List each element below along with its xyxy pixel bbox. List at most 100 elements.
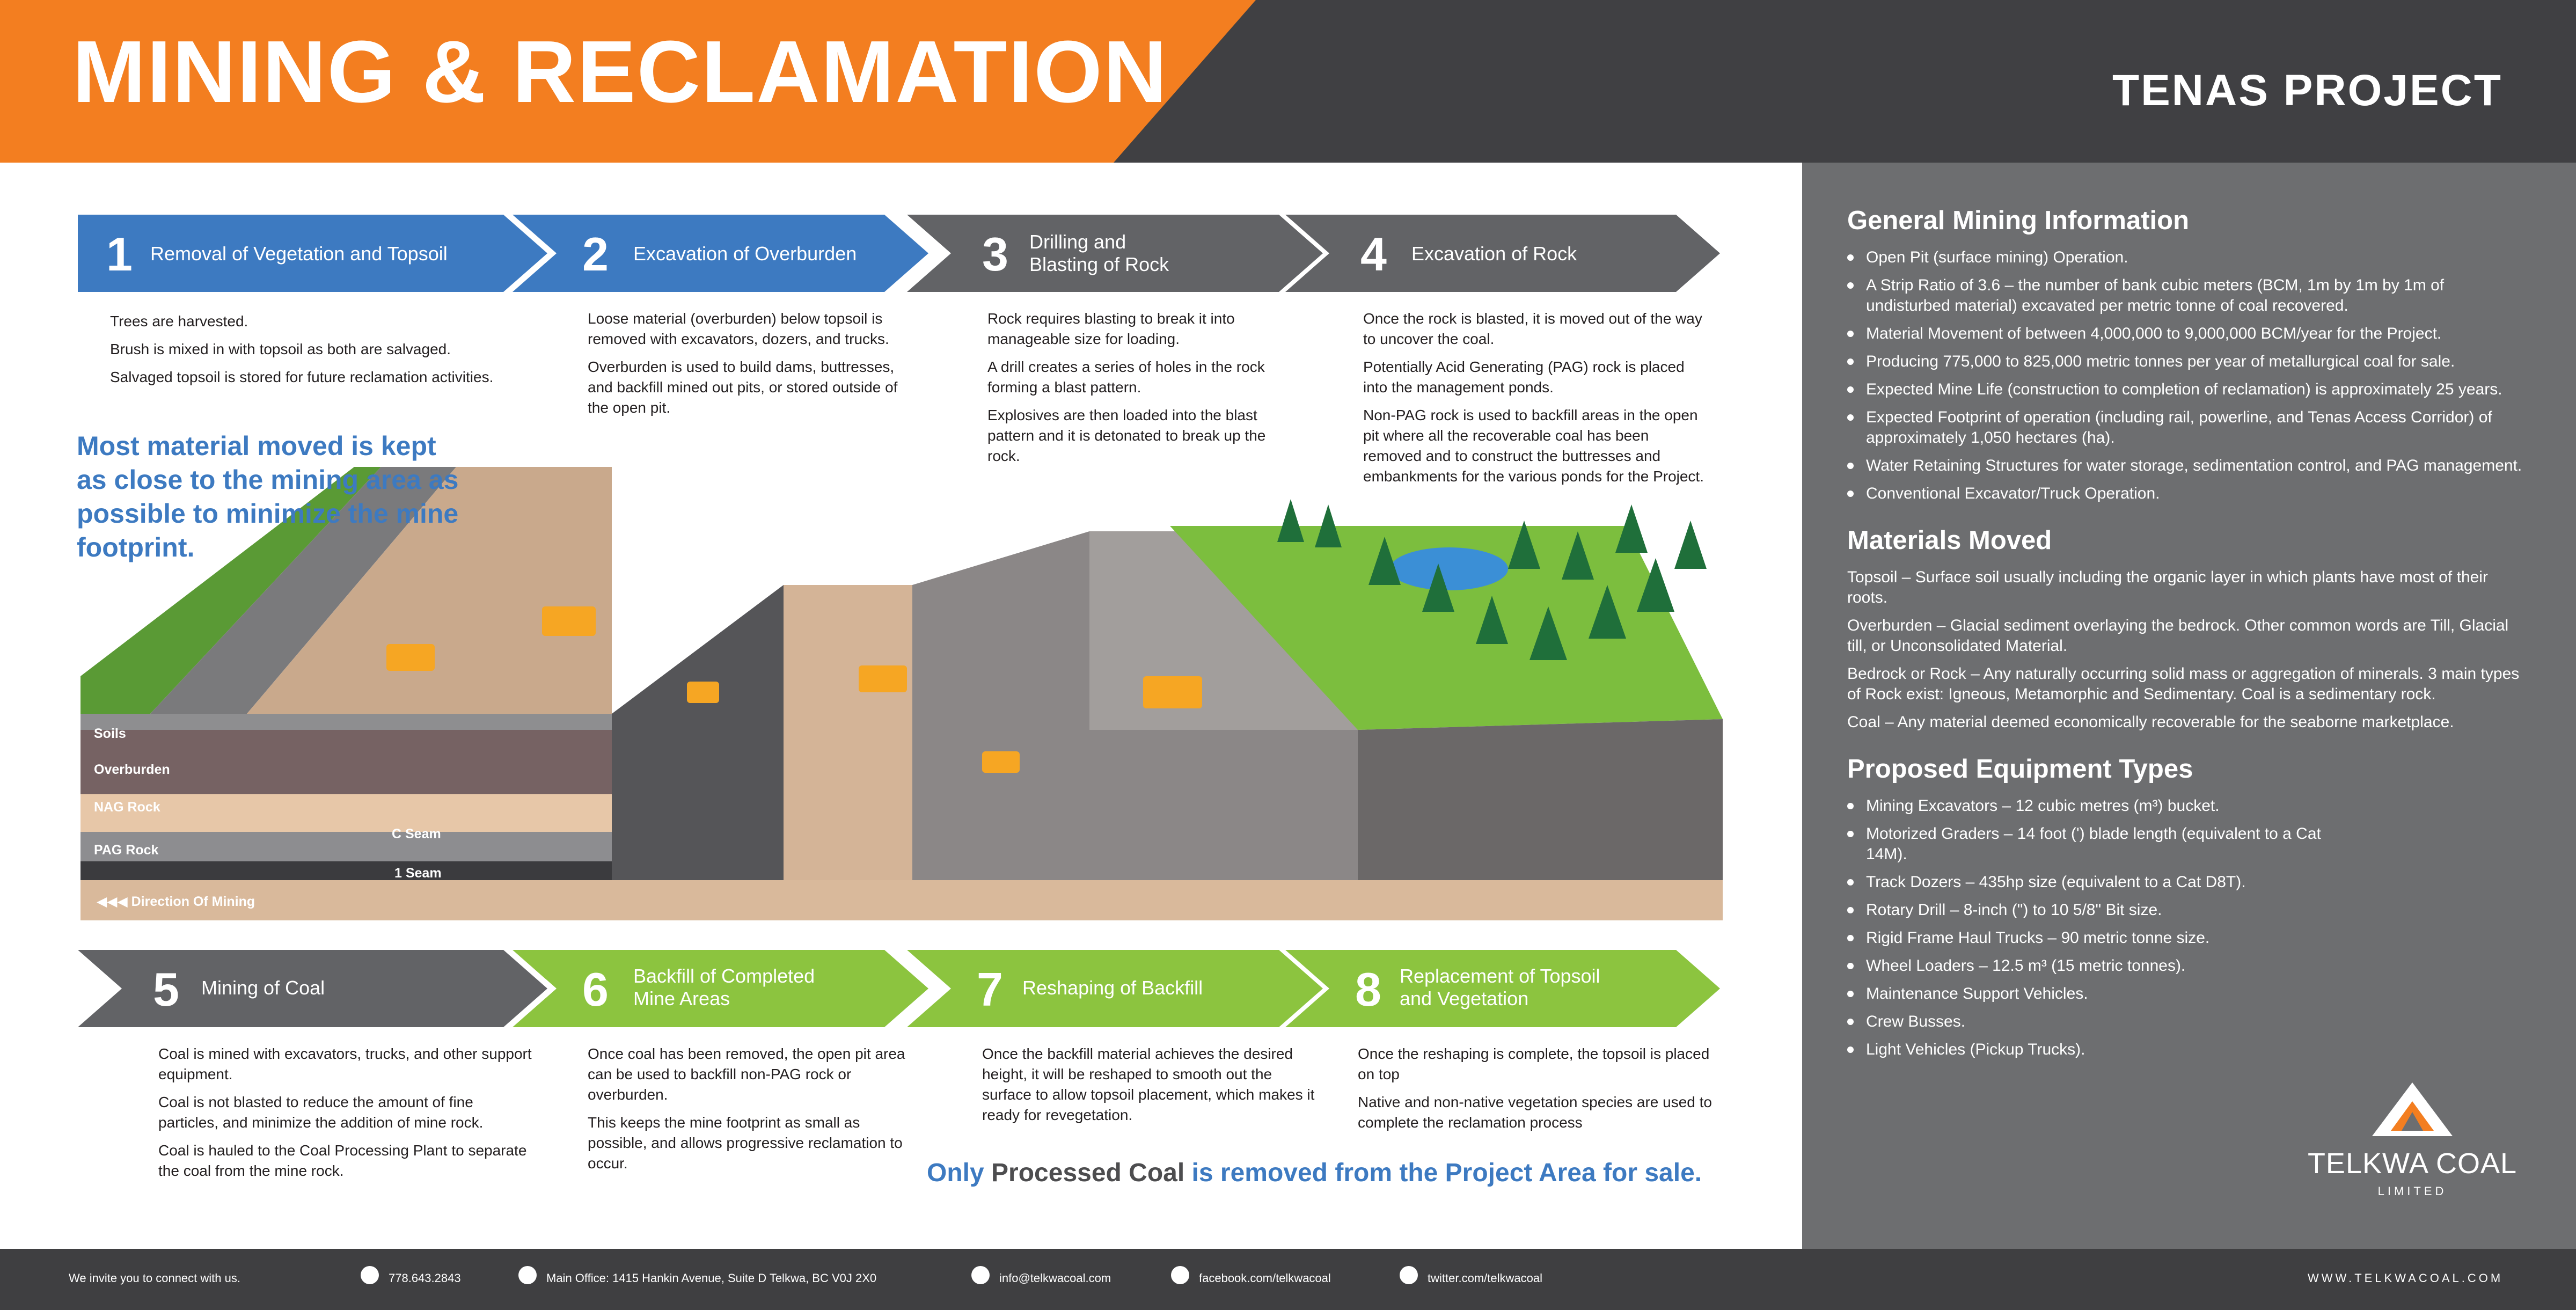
step-7-label: Reshaping of Backfill (1022, 977, 1203, 999)
step-text-line: Once coal has been removed, the open pit… (588, 1045, 905, 1103)
step-text-line: Coal is hauled to the Coal Processing Pl… (158, 1142, 527, 1179)
general-mining-section: General Mining Information Open Pit (sur… (1847, 206, 2531, 504)
layer-label-soils: Soils (94, 726, 126, 741)
list-item: Producing 775,000 to 825,000 metric tonn… (1847, 352, 2531, 372)
list-item: Rotary Drill – 8-inch (") to 10 5/8" Bit… (1847, 900, 2341, 920)
step-text-line: Overburden is used to build dams, buttre… (588, 358, 898, 416)
location-icon (518, 1266, 537, 1284)
layer-label-overburden: Overburden (94, 762, 170, 777)
step-4-label: Excavation of Rock (1411, 243, 1577, 265)
step-8-label: Replacement of Topsoil and Vegetation (1400, 965, 1600, 1009)
materials-moved-section: Materials Moved Topsoil – Surface soil u… (1847, 525, 2531, 733)
list-item: Conventional Excavator/Truck Operation. (1847, 484, 2531, 504)
layer-label-pag-rock: PAG Rock (94, 843, 159, 858)
ground-base (80, 880, 1723, 920)
list-item: Rigid Frame Haul Trucks – 90 metric tonn… (1847, 928, 2341, 948)
step-text-line: Salvaged topsoil is stored for future re… (110, 369, 494, 385)
step-text-line: Once the rock is blasted, it is moved ou… (1363, 310, 1702, 347)
nag-rock-layer (80, 794, 612, 832)
list-item: Maintenance Support Vehicles. (1847, 984, 2341, 1004)
list-item: Material Movement of between 4,000,000 t… (1847, 324, 2531, 344)
callout-text: Most material moved is kept as close to … (77, 431, 459, 562)
equipment-section: Proposed Equipment Types Mining Excavato… (1847, 754, 2531, 1060)
footer-website[interactable]: WWW.TELKWACOAL.COM (2308, 1271, 2504, 1285)
step-2-number: 2 (582, 228, 609, 281)
step-5-text: Coal is mined with excavators, trucks, a… (158, 1044, 534, 1189)
step-3-arrow (907, 215, 1323, 292)
phone-icon (361, 1266, 379, 1284)
grass-slope (80, 467, 381, 714)
step-text-line: Once the reshaping is complete, the tops… (1358, 1045, 1710, 1082)
logo-sub: LIMITED (2377, 1184, 2447, 1198)
step-1-arrow (78, 215, 547, 292)
coal-cut (612, 585, 784, 880)
list-item: Topsoil – Surface soil usually including… (1847, 568, 2488, 606)
step-6-text: Once coal has been removed, the open pit… (588, 1044, 920, 1181)
step-text-line: Coal is mined with excavators, trucks, a… (158, 1045, 532, 1082)
backfill-floor (784, 585, 912, 880)
list-item: Bedrock or Rock – Any naturally occurrin… (1847, 665, 2520, 703)
logo-mark-icon (2372, 1082, 2453, 1136)
step-8-number: 8 (1355, 963, 1381, 1016)
mining-equipment (386, 606, 1202, 773)
rock-slope (150, 467, 456, 714)
step-8-text: Once the reshaping is complete, the tops… (1358, 1044, 1723, 1140)
list-item: Overburden – Glacial sediment overlaying… (1847, 617, 2509, 655)
list-item: Motorized Graders – 14 foot (') blade le… (1847, 824, 2341, 865)
step-text-line: Trees are harvested. (110, 313, 248, 330)
step-text-line: Rock requires blasting to break it into … (987, 310, 1235, 347)
step-2-text: Loose material (overburden) below topsoi… (588, 309, 920, 426)
step-text-line: Non-PAG rock is used to backfill areas i… (1363, 407, 1704, 485)
list-item: Wheel Loaders – 12.5 m³ (15 metric tonne… (1847, 956, 2341, 976)
list-item: Expected Mine Life (construction to comp… (1847, 379, 2531, 400)
tagline-part: is removed from the Project Area for sal… (1184, 1159, 1702, 1187)
step-3-label: Drilling and Blasting of Rock (1029, 231, 1169, 275)
step-text-line: Coal is not blasted to reduce the amount… (158, 1094, 484, 1131)
footer-email[interactable]: info@telkwacoal.com (999, 1271, 1111, 1285)
page-title: MINING & RECLAMATION (72, 23, 1168, 121)
project-name: TENAS PROJECT (2112, 66, 2502, 115)
header-orange-panel (0, 0, 1256, 163)
step-4-number: 4 (1360, 228, 1387, 281)
step-8-arrow (1285, 950, 1720, 1027)
list-item: Expected Footprint of operation (includi… (1847, 407, 2531, 448)
info-sidebar: General Mining Information Open Pit (sur… (1802, 163, 2576, 1249)
step-1-label: Removal of Vegetation and Topsoil (150, 243, 448, 265)
step-7-arrow (907, 950, 1323, 1027)
step-text-line: Loose material (overburden) below topsoi… (588, 310, 889, 347)
step-5-label: Mining of Coal (201, 977, 325, 999)
list-item: Mining Excavators – 12 cubic metres (m³)… (1847, 796, 2341, 816)
step-4-arrow (1285, 215, 1720, 292)
tagline: Only Processed Coal is removed from the … (927, 1158, 1702, 1188)
direction-of-mining: ◀◀◀ Direction Of Mining (97, 894, 255, 910)
left-arrows-icon: ◀◀◀ (97, 894, 131, 909)
footer-invite: We invite you to connect with us. (69, 1271, 240, 1285)
email-icon (971, 1266, 990, 1284)
step-text-line: This keeps the mine footprint as small a… (588, 1114, 903, 1172)
step-7-number: 7 (977, 963, 1003, 1016)
step-2-label: Excavation of Overburden (633, 243, 857, 265)
section-title: Proposed Equipment Types (1847, 755, 2193, 784)
list-item: A Strip Ratio of 3.6 – the number of ban… (1847, 275, 2531, 316)
section-title: Materials Moved (1847, 526, 2052, 555)
step-text-line: Potentially Acid Generating (PAG) rock i… (1363, 358, 1685, 396)
logo-name: TELKWA COAL (2307, 1147, 2518, 1180)
list-item: Track Dozers – 435hp size (equivalent to… (1847, 872, 2341, 892)
footer: We invite you to connect with us. 778.64… (0, 1249, 2576, 1310)
reclaimed-layers (1358, 719, 1723, 880)
step-4-text: Once the rock is blasted, it is moved ou… (1363, 309, 1707, 494)
step-2-arrow (513, 215, 928, 292)
layer-label-c-seam: C Seam (392, 826, 441, 841)
facebook-icon (1171, 1266, 1189, 1284)
step-text-line: A drill creates a series of holes in the… (987, 358, 1265, 396)
footer-facebook[interactable]: facebook.com/telkwacoal (1199, 1271, 1331, 1285)
list-item: Crew Busses. (1847, 1012, 2341, 1032)
step-6-number: 6 (582, 963, 609, 1016)
soil-layer (80, 714, 612, 730)
footer-phone[interactable]: 778.643.2843 (389, 1271, 461, 1285)
overburden-layer (80, 730, 612, 794)
trees (1277, 499, 1707, 660)
step-text-line: Brush is mixed in with topsoil as both a… (110, 341, 451, 357)
footer-twitter[interactable]: twitter.com/telkwacoal (1428, 1271, 1542, 1285)
